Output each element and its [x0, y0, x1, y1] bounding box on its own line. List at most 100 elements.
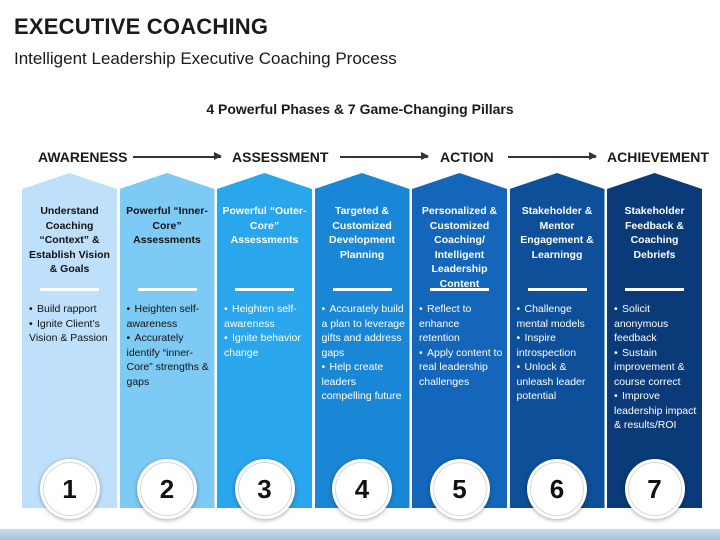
number-circle: 6 [527, 459, 587, 519]
pillar-bullet: •Help create leaders compelling future [322, 360, 406, 404]
pillar-divider [430, 288, 489, 291]
pillar-divider [527, 288, 587, 291]
bottom-gradient [0, 529, 720, 540]
pillar-divider [625, 288, 684, 291]
pillar-bullet: •Accurately identify “inner-Core” streng… [127, 331, 211, 389]
phase-arrow [340, 153, 429, 159]
bullet-icon: • [614, 303, 618, 315]
pillar-number: 6 [530, 462, 584, 516]
pillar-4: Targeted & Customized Development Planni… [314, 173, 410, 513]
pillar-bullet-text: Reflect to enhance retention [419, 303, 472, 344]
pillar-bullet: •Reflect to enhance retention [419, 302, 503, 346]
pillar-bullet-text: Inspire introspection [516, 332, 577, 359]
bullet-icon: • [126, 332, 131, 344]
page-subtitle: Intelligent Leadership Executive Coachin… [14, 49, 397, 68]
bullet-icon: • [516, 303, 521, 315]
pillar-bullet: •Improve leadership impact & results/ROI [614, 389, 698, 433]
pillar-bullet-text: Help create leaders compelling future [321, 361, 402, 402]
pillar-bullet-text: Challenge mental models [516, 303, 585, 330]
pillar-title: Targeted & Customized Development Planni… [329, 205, 395, 261]
pillar-bullet-list: •Build rapport•Ignite Client’s Vision & … [29, 302, 113, 346]
bullet-icon: • [224, 303, 228, 315]
pillar-title: Personalized & Customized Coaching/ Inte… [421, 205, 498, 290]
bullet-icon: • [419, 303, 423, 315]
pillar-bullet: •Ignite behavior change [224, 331, 308, 360]
pillar-number: 5 [432, 462, 487, 516]
bullet-icon: • [516, 332, 521, 344]
pillar-2: Powerful “Inner-Core” Assessments•Height… [119, 173, 215, 513]
pillar-bullet-text: Improve leadership impact & results/ROI [614, 390, 697, 431]
pillar-divider [332, 288, 392, 291]
pillar-3: Powerful “Outer-Core” Assessments•Height… [217, 173, 312, 513]
pillar-bullet-text: Heighten self-awareness [224, 303, 297, 330]
pillar-bullet-text: Apply content to real leadership challen… [419, 346, 503, 388]
pillar-5: Personalized & Customized Coaching/ Inte… [412, 173, 507, 513]
pillar-bullet-list: •Accurately build a plan to leverage gif… [322, 302, 406, 404]
pillar-number: 4 [335, 462, 389, 516]
pillar-title: Stakeholder & Mentor Engagement & Learni… [520, 205, 594, 261]
bullet-icon: • [516, 361, 521, 373]
pillar-bullet: •Ignite Client’s Vision & Passion [29, 317, 113, 346]
number-circle: 3 [234, 459, 295, 519]
pillar-6: Stakeholder & Mentor Engagement & Learni… [509, 173, 605, 513]
pillar-bullet-list: •Challenge mental models•Inspire introsp… [517, 302, 601, 404]
pillar-title: Powerful “Outer-Core” Assessments [222, 205, 307, 246]
phase-arrow [133, 153, 222, 159]
number-circle: 1 [39, 459, 100, 519]
phase-assessment: ASSESSMENT [232, 149, 329, 165]
pillar-bullet-text: Unlock & unleash leader potential [516, 361, 586, 402]
section-heading: 4 Powerful Phases & 7 Game-Changing Pill… [206, 101, 514, 117]
pillar-title: Powerful “Inner-Core” Assessments [126, 205, 208, 246]
pillar-bullet-text: Accurately build a plan to leverage gift… [321, 303, 405, 359]
pillar-1: Understand Coaching “Context” & Establis… [22, 173, 117, 513]
pillar-bullet-text: Build rapport [37, 303, 97, 315]
pillar-bullet-list: •Heighten self-awareness•Accurately iden… [127, 302, 211, 389]
pillar-bullet: •Solicit anonymous feedback [614, 302, 698, 346]
bullet-icon: • [614, 390, 618, 402]
bullet-icon: • [126, 303, 131, 315]
pillar-bullet-list: •Reflect to enhance retention•Apply cont… [419, 302, 503, 389]
pillar-bullet: •Heighten self-awareness [127, 302, 211, 331]
number-circle: 2 [137, 459, 197, 519]
pillar-divider [137, 288, 197, 291]
pillar-bullet-text: Ignite Client’s Vision & Passion [29, 317, 108, 345]
bullet-icon: • [321, 361, 326, 373]
pillar-divider [235, 288, 294, 291]
pillar-bullet-list: •Heighten self-awareness•Ignite behavior… [224, 302, 308, 360]
pillar-title: Stakeholder Feedback & Coaching Debriefs [624, 205, 685, 261]
pillar-number: 3 [237, 462, 292, 516]
pillar-bullet-text: Heighten self-awareness [126, 303, 200, 330]
pillar-divider [40, 288, 99, 291]
page-title: EXECUTIVE COACHING [14, 14, 269, 39]
pillar-bullet-text: Sustain improvement & course correct [614, 346, 685, 388]
number-circle: 4 [332, 459, 392, 519]
pillar-bullet: •Apply content to real leadership challe… [419, 346, 503, 390]
bullet-icon: • [224, 332, 228, 344]
phase-awareness: AWARENESS [38, 149, 128, 165]
bullet-icon: • [321, 303, 326, 315]
pillar-bullet-text: Accurately identify “inner-Core” strengt… [126, 332, 209, 388]
pillar-number: 7 [627, 462, 682, 516]
pillar-bullet-text: Solicit anonymous feedback [614, 303, 669, 344]
pillar-bullet: • Build rapport [29, 302, 113, 317]
pillar-bullet: •Sustain improvement & course correct [614, 346, 698, 390]
phase-achievement: ACHIEVEMENT [607, 149, 709, 165]
pillar-number: 2 [140, 462, 194, 516]
pillar-bullet: •Challenge mental models [517, 302, 601, 331]
phase-arrow [508, 153, 597, 159]
pillar-bullet-list: •Solicit anonymous feedback•Sustain impr… [614, 302, 698, 433]
pillar-bullet: •Inspire introspection [517, 331, 601, 360]
pillar-bullet: •Unlock & unleash leader potential [517, 360, 601, 404]
bullet-icon: • [614, 346, 618, 359]
pillar-title: Understand Coaching “Context” & Establis… [29, 205, 110, 275]
pillar-bullet: •Accurately build a plan to leverage gif… [322, 302, 406, 360]
bullet-icon: • [29, 317, 33, 330]
phase-action: ACTION [440, 149, 494, 165]
pillar-bullet: •Heighten self-awareness [224, 302, 308, 331]
number-circle: 5 [429, 459, 490, 519]
pillar-bullet-text: Ignite behavior change [224, 332, 301, 359]
bullet-icon: • [419, 346, 423, 359]
bullet-icon: • [29, 303, 33, 315]
pillar-7: Stakeholder Feedback & Coaching Debriefs… [607, 173, 702, 513]
number-circle: 7 [624, 459, 685, 519]
